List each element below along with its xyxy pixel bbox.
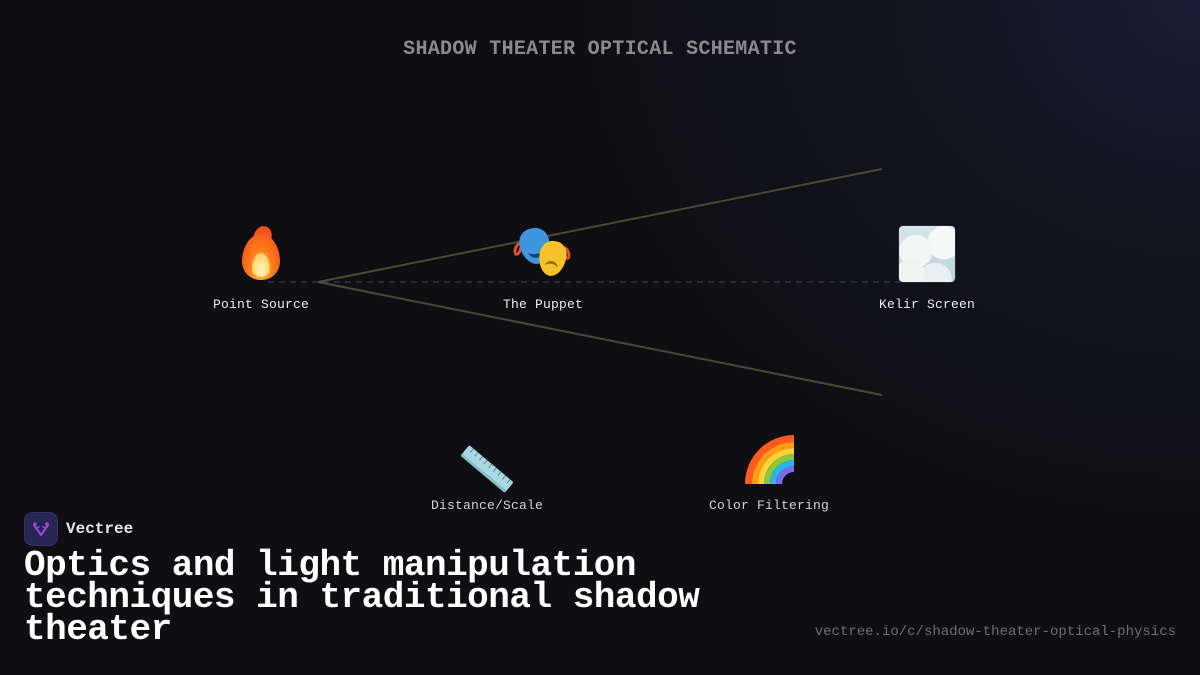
- node-label: The Puppet: [502, 297, 584, 312]
- upper-ray-line: [317, 168, 883, 283]
- brand: Vectree: [24, 512, 133, 546]
- node-label: Point Source: [212, 297, 310, 312]
- straight-ruler-icon: [458, 432, 516, 494]
- lower-ray-line: [317, 281, 883, 396]
- node-point-source: Point Source: [212, 223, 310, 312]
- node-label: Distance/Scale: [430, 498, 544, 513]
- fire-icon: [238, 223, 284, 283]
- fog-cloud-icon: [898, 225, 955, 283]
- page-url-link[interactable]: vectree.io/c/shadow-theater-optical-phys…: [814, 624, 1176, 640]
- vectree-logo-icon: [24, 512, 58, 546]
- page-headline: Optics and light manipulation techniques…: [24, 545, 700, 650]
- node-distance-scale: Distance/Scale: [431, 432, 543, 513]
- performing-arts-masks-icon: [511, 225, 574, 283]
- rainbow-icon: [744, 432, 794, 486]
- brand-name: Vectree: [66, 520, 134, 538]
- node-color-filtering: Color Filtering: [709, 432, 829, 513]
- node-puppet: The Puppet: [503, 225, 583, 312]
- node-label: Color Filtering: [708, 498, 830, 513]
- schematic-title: SHADOW THEATER OPTICAL SCHEMATIC: [403, 38, 797, 61]
- node-label: Kelir Screen: [878, 297, 976, 312]
- node-kelir-screen: Kelir Screen: [879, 225, 975, 312]
